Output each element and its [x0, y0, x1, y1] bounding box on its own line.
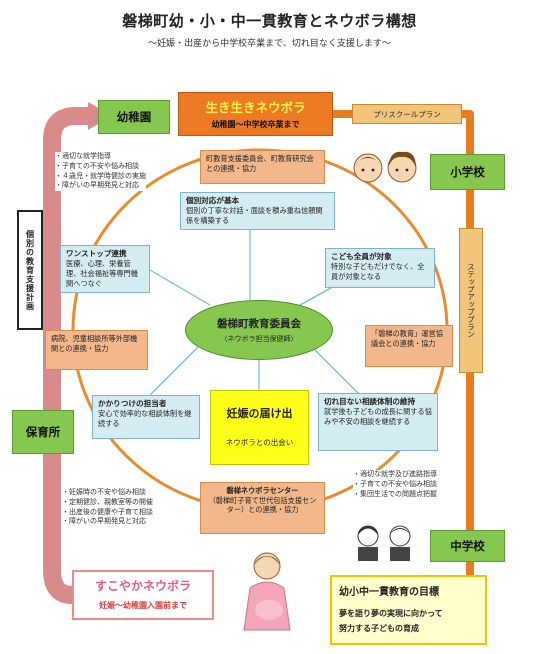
pink-cycle-arrow [43, 107, 92, 570]
nursery-notes: ・妊娠時の不安や悩み相談・定期健診、親教室等の開催 ・出産後の健康や子育て相談・… [62, 488, 153, 528]
hospital-box: 病院、児童相談所等外部機関との連携・協力 [45, 330, 148, 370]
ikiiki-sub: 幼稚園～中学校卒業まで [211, 120, 300, 129]
allchildren-box: こども全員が対象特別な子どもだけでなく、全員が対象となる [325, 248, 435, 288]
education-board-center: 磐梯町教育委員会 （ネウボラ担当保健師） [185, 300, 333, 360]
preschool-plan-label: プリスクールプラン [352, 104, 462, 124]
individual-plan-label: 個別の教育支援計画 [17, 210, 43, 330]
pregnancy-notice-box: 妊娠の届け出 ネウボラとの出会い [210, 390, 309, 465]
bandai-edu-box: 「磐梯の教育」運営協議会との連携・協力 [365, 325, 453, 367]
neuvola-center-box: 磐梯ネウボラセンター（磐梯町子育て世代包括支援センター）との連携・協力 [200, 482, 325, 534]
family-contact-box: かかりつけの担当者安心で効率的な相談体制を継続する [92, 395, 200, 439]
seamless-box: 切れ目ない相談体制の維持就学後も子どもの成長に関する悩みや不安の相談を継続する [318, 393, 438, 451]
pink-bottom-tail [43, 569, 73, 604]
stage-kindergarten: 幼稚園 [98, 100, 170, 134]
liaison-box: 町教育支援委員会、町教育研究会との連携・協力 [200, 150, 325, 184]
kindergarten-notes: ・適切な就学指導・子育ての不安や悩み相談 ・４歳児・就学時健診の実施・障がいの早… [55, 152, 146, 192]
page-subtitle: ～妊娠・出産から中学校卒業まで、切れ目なく支援します～ [148, 39, 391, 49]
stage-junior-high: 中学校 [430, 530, 505, 562]
ikiiki-neuvola-box: 生き生きネウボラ 幼稚園～中学校卒業まで [178, 92, 333, 136]
individual-box: 個別対応が基本個別の丁寧な対話・面談を積み重ね信頼関係を構築する [180, 192, 335, 230]
mother-illustration [243, 552, 291, 631]
onestop-box: ワンストップ連携医療、心理、栄養管理、社会福祉等専門機関へつなぐ [60, 245, 150, 293]
sukoyaka-neuvola-box: すこやかネウボラ 妊娠～幼稚園入園前まで [72, 570, 214, 620]
stage-nursery: 保育所 [12, 410, 74, 454]
junior-high-notes: ・適切な就学及び進路指導・子育ての不安や悩み相談・集団生活での問題点把握 [353, 470, 437, 500]
children-illustration [353, 151, 417, 183]
page-title: 磐梯町幼・小・中一貫教育とネウボラ構想 [122, 12, 417, 30]
ikiiki-title: 生き生きネウボラ [205, 100, 306, 115]
students-illustration [357, 525, 411, 561]
stepup-plan-label: ステップアッププラン [459, 228, 483, 373]
goal-box: 幼小中一貫教育の目標 夢を語り夢の実現に向かって努力する子どもの育成 [330, 575, 487, 645]
stage-elementary: 小学校 [430, 154, 505, 190]
